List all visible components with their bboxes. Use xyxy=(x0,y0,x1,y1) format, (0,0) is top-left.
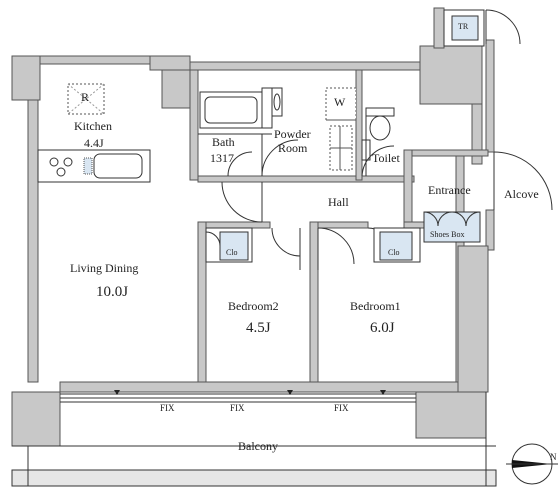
balcony-label: Balcony xyxy=(238,439,278,453)
alcove-label: Alcove xyxy=(504,187,539,201)
bath-code: 1317 xyxy=(210,151,234,165)
shoes-box-label: Shoes Box xyxy=(430,230,465,239)
fix-window-label-3: FIX xyxy=(334,403,349,413)
trunk-room-mark: TR xyxy=(458,22,469,31)
washer-mark: W xyxy=(334,95,346,109)
bedroom1-size: 6.0J xyxy=(370,320,395,336)
bedroom2-label: Bedroom2 xyxy=(228,299,279,313)
toilet-fixture xyxy=(361,107,395,176)
window-markers xyxy=(114,390,386,395)
shoes-box xyxy=(423,211,481,243)
compass-icon xyxy=(506,443,558,485)
trunk-room xyxy=(443,9,521,47)
compass-north-label: N xyxy=(550,452,557,462)
bathtub xyxy=(199,91,263,129)
bedroom1-label: Bedroom1 xyxy=(350,299,401,313)
living-dining-label: Living Dining xyxy=(70,261,139,275)
washer-space xyxy=(325,87,357,171)
bath-label: Bath xyxy=(212,135,235,149)
closet-bedroom2 xyxy=(205,227,253,263)
closet-bedroom2-label: Clo xyxy=(226,248,238,257)
bedroom2-size: 4.5J xyxy=(246,320,271,336)
window-line xyxy=(60,393,416,403)
walls xyxy=(11,7,495,447)
living-dining-size: 10.0J xyxy=(96,284,129,300)
closet-bedroom1 xyxy=(373,227,421,263)
fridge xyxy=(67,83,105,115)
fix-window-label-2: FIX xyxy=(230,403,245,413)
balcony-area xyxy=(11,392,497,487)
bath-door xyxy=(227,151,253,177)
kitchen-label: Kitchen xyxy=(74,119,112,133)
closet-bedroom1-label: Clo xyxy=(388,248,400,257)
kitchen-size: 4.4J xyxy=(84,136,104,150)
hall-label: Hall xyxy=(328,195,349,209)
powder-room-label-1: Powder xyxy=(274,127,311,141)
powder-sink xyxy=(271,87,283,117)
powder-door xyxy=(261,139,299,177)
toilet-label: Toilet xyxy=(372,151,400,165)
fix-window-label-1: FIX xyxy=(160,403,175,413)
powder-room-label-2: Room xyxy=(278,141,308,155)
kitchen-counter xyxy=(37,149,151,183)
toilet-door xyxy=(361,145,395,177)
entrance-door xyxy=(493,151,553,211)
fridge-mark: R xyxy=(81,90,90,104)
entrance-label: Entrance xyxy=(428,183,471,197)
